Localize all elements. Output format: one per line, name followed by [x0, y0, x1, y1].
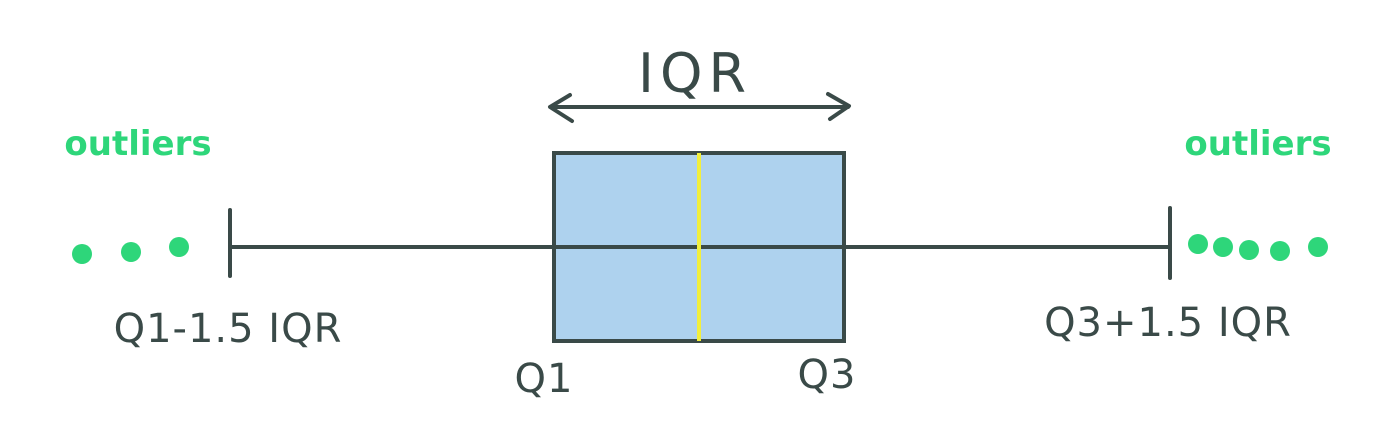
iqr-arrow-right-head — [826, 92, 851, 121]
outlier-dot — [1308, 237, 1328, 257]
outliers-left — [72, 237, 189, 264]
outlier-dot — [72, 244, 92, 264]
upper-fence-label: Q3+1.5 IQR — [1044, 300, 1292, 346]
outlier-dot — [1270, 241, 1290, 261]
iqr-label: IQR — [638, 42, 752, 105]
q1-label: Q1 — [515, 356, 574, 402]
lower-fence-label: Q1-1.5 IQR — [114, 306, 343, 352]
outliers-right-label: outliers — [1184, 124, 1331, 164]
iqr-arrow-left-head — [548, 93, 574, 123]
outlier-dot — [1239, 240, 1259, 260]
outliers-right — [1188, 234, 1328, 261]
outlier-dot — [1213, 237, 1233, 257]
outlier-dot — [169, 237, 189, 257]
iqr-arrow — [548, 92, 851, 123]
outlier-dot — [121, 242, 141, 262]
outlier-dot — [1188, 234, 1208, 254]
outliers-left-label: outliers — [64, 124, 211, 164]
q3-label: Q3 — [798, 352, 857, 398]
